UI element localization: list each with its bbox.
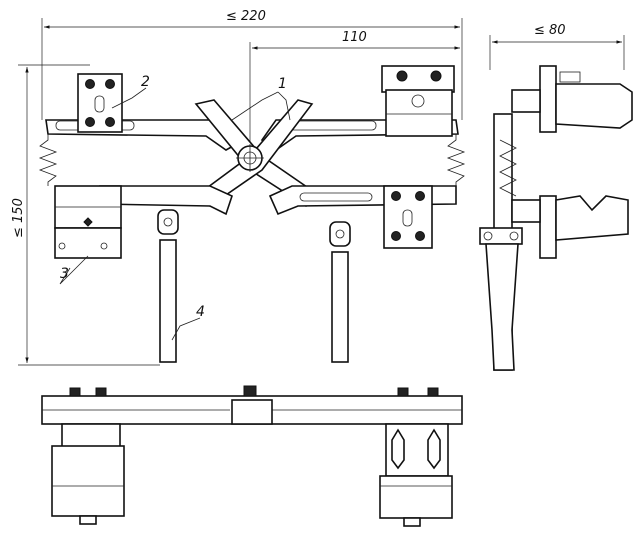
- clamp-slot: [402, 209, 413, 227]
- label-part-1: 1: [278, 76, 287, 92]
- screw-head: [58, 242, 66, 250]
- leader-3: [59, 255, 89, 285]
- side-lower-block: [511, 199, 541, 223]
- left-handle: [159, 239, 177, 363]
- side-view: [479, 65, 633, 371]
- bottom-right-jaw: [391, 428, 405, 470]
- side-pin: [483, 231, 493, 241]
- clamp-mark: [83, 217, 93, 227]
- front-view: 1 2 3 4: [38, 65, 466, 363]
- bolt: [397, 387, 409, 397]
- holder-hole: [411, 94, 425, 108]
- dimension-side-width-text: ≤ 80: [534, 23, 566, 38]
- side-pin: [509, 231, 519, 241]
- bottom-left-tab: [79, 515, 97, 525]
- screw-head: [391, 231, 401, 241]
- screw-head: [415, 191, 425, 201]
- label-part-2: 2: [141, 74, 150, 90]
- right-handle: [331, 251, 349, 363]
- screw-head: [415, 231, 425, 241]
- label-part-4: 4: [196, 304, 205, 320]
- left-handle-pivot: [157, 209, 179, 235]
- bottom-right-block: [379, 475, 453, 519]
- bottom-view: [41, 385, 463, 527]
- leader-2: [111, 87, 147, 109]
- screw-head: [430, 70, 442, 82]
- side-handle: [485, 243, 519, 371]
- screw-head: [85, 117, 95, 127]
- leader-1b: [277, 91, 291, 121]
- clamp-block-2: [77, 73, 123, 133]
- bolt: [243, 385, 257, 397]
- label-part-3: 3: [60, 266, 69, 282]
- upper-right-plate: [381, 65, 455, 93]
- bottom-center-joint: [231, 399, 273, 425]
- side-lower-jaw: [555, 195, 629, 241]
- dimension-side-width: ≤ 80: [489, 23, 625, 70]
- bolt: [427, 387, 439, 397]
- dimension-half-width-text: 110: [342, 30, 367, 45]
- side-spring: [499, 139, 517, 197]
- left-spring: [38, 134, 58, 186]
- leader-1a: [231, 91, 279, 121]
- side-pivot-block: [479, 227, 523, 245]
- dimension-overall-width-text: ≤ 220: [226, 9, 266, 24]
- side-lower-plate: [539, 195, 557, 259]
- dimension-overall-width: ≤ 220: [41, 9, 463, 120]
- clamp-slot: [94, 95, 105, 113]
- screw-head: [391, 191, 401, 201]
- right-handle-pivot: [329, 221, 351, 247]
- bottom-right-jaw: [427, 428, 441, 470]
- bottom-left-block: [51, 445, 125, 517]
- upper-right-holder: [385, 89, 453, 137]
- bottom-right-tab: [403, 517, 421, 527]
- side-upper-block: [511, 89, 541, 113]
- screw-head: [105, 79, 115, 89]
- left-handle-pin: [163, 217, 173, 227]
- lower-right-slot: [299, 192, 373, 202]
- screw-head: [105, 117, 115, 127]
- right-handle-pin: [335, 229, 345, 239]
- right-spring: [446, 134, 466, 186]
- side-upper-jaw: [555, 83, 633, 129]
- dimension-height: ≤ 150: [11, 64, 160, 366]
- dimension-half-width: 110: [249, 30, 460, 150]
- leader-4: [171, 317, 201, 341]
- clamp-block-3-lower: [54, 227, 122, 259]
- side-upper-plate: [539, 65, 557, 133]
- screw-head: [100, 242, 108, 250]
- bolt: [95, 387, 107, 397]
- bolt: [69, 387, 81, 397]
- side-upper-tab: [559, 71, 581, 83]
- dimension-height-text: ≤ 150: [11, 198, 26, 238]
- screw-head: [85, 79, 95, 89]
- screw-head: [396, 70, 408, 82]
